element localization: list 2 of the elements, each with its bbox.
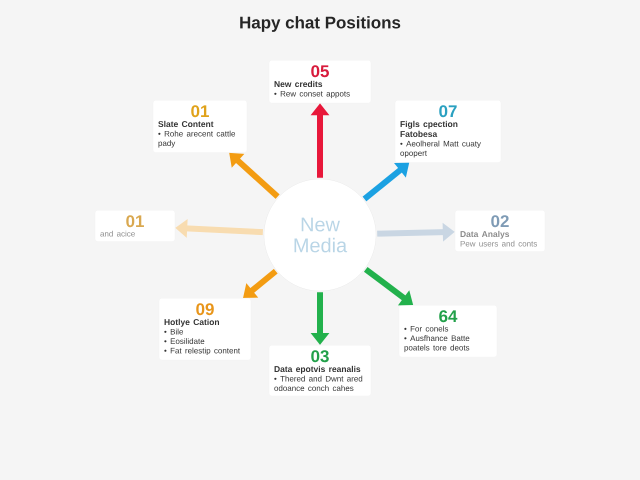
title: Hapy chat Positions (240, 16, 400, 32)
arrow (243, 268, 278, 298)
